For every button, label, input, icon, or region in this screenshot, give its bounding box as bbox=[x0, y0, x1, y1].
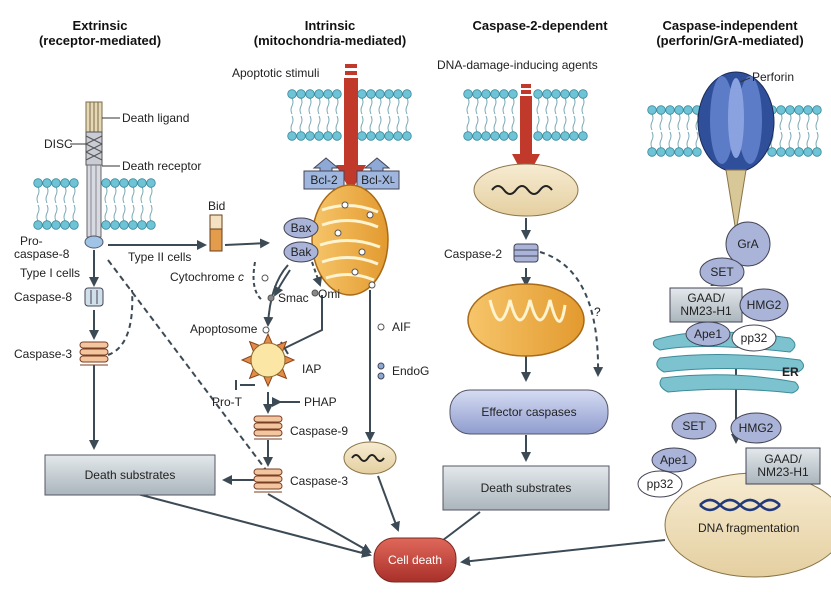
set-oval-2 bbox=[671, 412, 717, 440]
ape1-oval bbox=[685, 321, 731, 347]
bcl-xl-box bbox=[356, 170, 400, 190]
type1-label: Type I cells bbox=[20, 266, 81, 280]
bak-label: Bak bbox=[290, 244, 312, 259]
death-substrates-box-extrinsic bbox=[44, 454, 216, 496]
caspase2-header: Caspase-2-dependent bbox=[472, 18, 608, 33]
caspase-3-shape-extrinsic bbox=[79, 341, 109, 366]
gaad-label: GAAD/NM23-H1 bbox=[680, 291, 732, 318]
bak-oval bbox=[283, 241, 319, 263]
endoplasmic-reticulum bbox=[652, 331, 804, 394]
ape1-label: Ape1 bbox=[693, 326, 723, 341]
caspase-8-shape bbox=[84, 287, 104, 307]
cell-death-box bbox=[373, 537, 457, 583]
stimuli-label: Apoptotic stimuli bbox=[232, 66, 320, 80]
aif-label: AIF bbox=[392, 320, 411, 334]
pp32-label: pp32 bbox=[740, 330, 768, 345]
mitochondrion bbox=[311, 184, 389, 296]
ape1-label-2: Ape1 bbox=[659, 452, 689, 467]
perforin-pore bbox=[697, 71, 775, 233]
hmg2-label-2: HMG2 bbox=[738, 420, 774, 435]
procaspase8-label-b: caspase-8 bbox=[14, 247, 70, 261]
bid-label: Bid bbox=[208, 199, 226, 213]
hmg2-oval-2 bbox=[730, 412, 782, 444]
extrinsic-arrows bbox=[89, 238, 372, 558]
prot-label: Pro-T bbox=[212, 395, 242, 409]
smac-label: Smac bbox=[278, 291, 309, 305]
type2-label: Type II cells bbox=[128, 250, 192, 264]
intrinsic-nucleus bbox=[343, 441, 397, 475]
gaad-label-2: GAAD/NM23-H1 bbox=[757, 452, 809, 479]
death-substrates-label-extrinsic: Death substrates bbox=[84, 467, 176, 482]
cytochrome-label: Cytochrome c bbox=[170, 270, 245, 284]
caspase3-label-intrinsic: Caspase-3 bbox=[290, 474, 349, 488]
death-ligand-label: Death ligand bbox=[122, 111, 190, 125]
hmg2-label: HMG2 bbox=[746, 297, 782, 312]
bcl-2-box bbox=[303, 170, 345, 190]
hmg2-oval bbox=[739, 288, 789, 322]
apoptosome-label: Apoptosome bbox=[190, 322, 258, 336]
pp32-oval-2 bbox=[637, 470, 683, 498]
phap-label: PHAP bbox=[304, 395, 337, 409]
set-label-2: SET bbox=[682, 418, 706, 433]
death-substrates-box-caspase2 bbox=[442, 465, 610, 511]
caspase9-label: Caspase-9 bbox=[290, 424, 349, 438]
dna-fragmentation-label: DNA fragmentation bbox=[698, 521, 800, 535]
caspase-9-shape bbox=[253, 415, 283, 440]
bcl2-label: Bcl-2 bbox=[310, 172, 338, 187]
caspase2-label: Caspase-2 bbox=[444, 247, 503, 261]
set-oval bbox=[699, 257, 745, 287]
bax-oval bbox=[283, 217, 319, 239]
death-substrates-label-caspase2: Death substrates bbox=[480, 480, 572, 495]
endog-label: EndoG bbox=[392, 364, 430, 378]
caspase-2-shape bbox=[513, 243, 539, 263]
dna-agents-label: DNA-damage-inducing agents bbox=[437, 58, 598, 72]
pp32-label-2: pp32 bbox=[646, 476, 674, 491]
iap-label: IAP bbox=[302, 362, 322, 376]
apoptosome-shape bbox=[240, 332, 296, 388]
bax-label: Bax bbox=[290, 220, 312, 235]
er-label: ER bbox=[782, 365, 799, 379]
pp32-oval bbox=[731, 324, 777, 352]
death-receptor-label: Death receptor bbox=[122, 159, 202, 173]
extrinsic-header: Extrinsic(receptor-mediated) bbox=[38, 18, 162, 48]
gra-label: GrA bbox=[737, 236, 759, 251]
effector-caspases-label: Effector caspases bbox=[481, 404, 577, 419]
caspase8-label: Caspase-8 bbox=[14, 290, 73, 304]
intrinsic-arrows bbox=[222, 261, 400, 553]
perforin-label: Perforin bbox=[752, 70, 795, 84]
ape1-oval-2 bbox=[651, 447, 697, 473]
gra-circle bbox=[725, 221, 771, 267]
death-ligand-receptor-complex bbox=[84, 101, 104, 249]
caspase2-nucleus bbox=[473, 163, 579, 217]
cell-death-label: Cell death bbox=[387, 552, 443, 567]
caspase2-mitochondrion bbox=[467, 283, 585, 357]
omi-label: Omi bbox=[318, 287, 340, 301]
caspase3-label-extrinsic: Caspase-3 bbox=[14, 347, 73, 361]
question-label: ? bbox=[594, 305, 601, 319]
gaad-box-2 bbox=[745, 447, 821, 485]
disc-label: DISC bbox=[44, 137, 73, 151]
cell-membranes bbox=[33, 89, 822, 230]
caspase-3-shape-intrinsic bbox=[253, 468, 283, 493]
intrinsic-header: Intrinsic(mitochondria-mediated) bbox=[253, 18, 407, 48]
procaspase8-label-a: Pro- bbox=[20, 234, 43, 248]
effector-caspases-box bbox=[449, 389, 609, 435]
independent-header: Caspase-independent(perforin/GrA-mediate… bbox=[656, 18, 804, 48]
set-label: SET bbox=[710, 264, 734, 279]
